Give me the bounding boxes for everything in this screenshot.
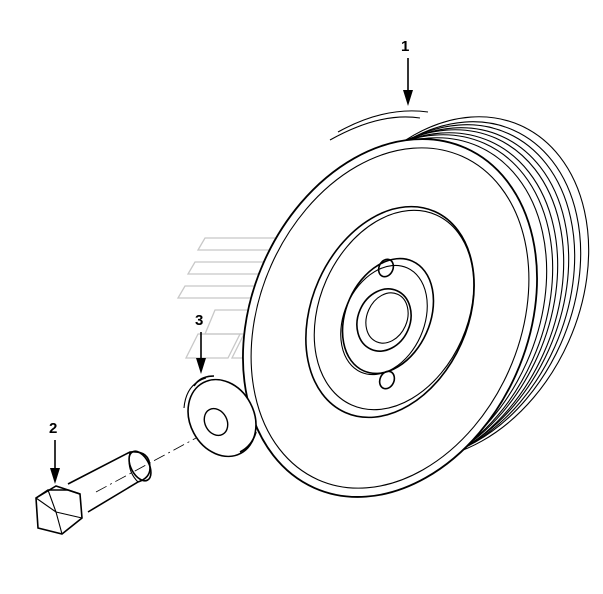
arrow-1 (403, 58, 413, 106)
callout-label-2: 2 (49, 420, 58, 437)
arrow-2 (50, 440, 60, 484)
arrow-3 (196, 332, 206, 374)
washer (183, 375, 257, 458)
callout-label-3: 3 (195, 312, 204, 329)
callout-label-1: 1 (401, 38, 410, 55)
pulley (242, 110, 590, 498)
bolt (35, 450, 152, 535)
